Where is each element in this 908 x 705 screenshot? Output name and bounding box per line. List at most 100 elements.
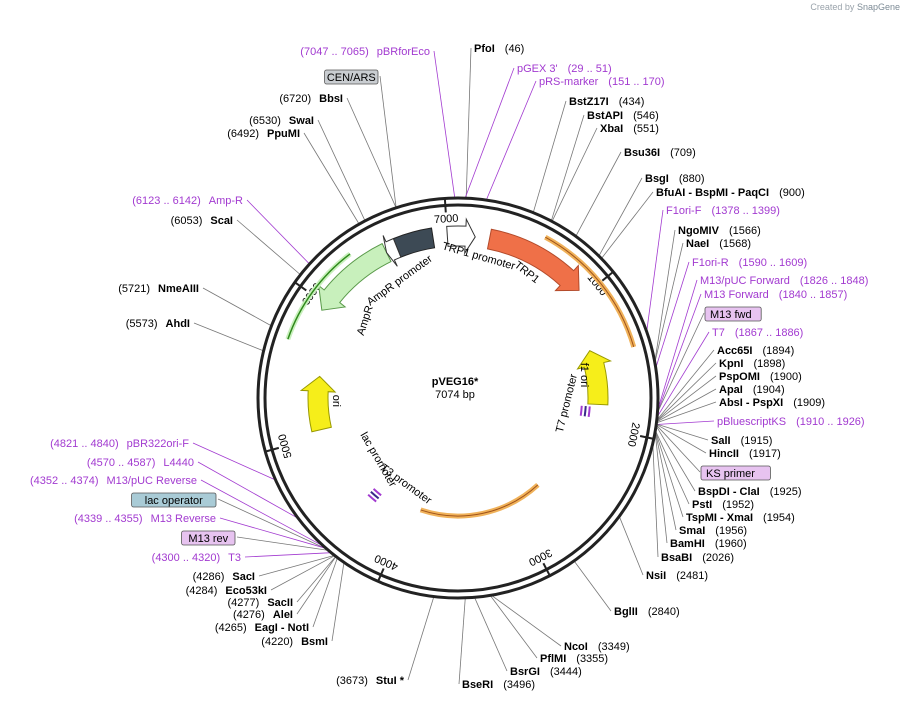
site-name: Bsu36I (624, 147, 660, 159)
site-naei: NaeI (1568) (686, 238, 751, 250)
label-right-pspomi: PspOMI(1900) (719, 371, 802, 383)
site-pos: (1952) (722, 499, 754, 511)
site-bstapi: BstAPI(546) (587, 110, 659, 122)
site-name: BglII (614, 606, 638, 618)
site-m13-forward: M13 Forward (1840 .. 1857) (704, 289, 847, 301)
label-right-pfoi: PfoI(46) (474, 43, 524, 55)
site-pos: (2481) (676, 570, 708, 582)
site-name: BamHI (670, 538, 705, 550)
site-scai: (6053)ScaI (171, 215, 233, 227)
site-name: pGEX 3' (517, 63, 558, 75)
site-pos: (4352 .. 4374) (30, 475, 99, 487)
label-left-bbsi: (6720)BbsI (279, 93, 343, 105)
label-right-absi-pspxi: AbsI - PspXI(1909) (719, 397, 825, 409)
site-pos: (6492) (227, 128, 259, 140)
label-left-amp-r: (6123 .. 6142)Amp-R (132, 195, 243, 207)
site-name: NaeI (686, 238, 709, 250)
site-name: PstI (692, 499, 712, 511)
site-pos: (6720) (279, 93, 311, 105)
site-pos: (546) (633, 110, 659, 122)
site-name: TspMI - XmaI (686, 512, 753, 524)
site-nmeaiii: (5721)NmeAIII (118, 283, 199, 295)
site-bseri: BseRI(3496) (462, 679, 535, 691)
site-bstz17i: BstZ17I(434) (569, 96, 644, 108)
site-name: F1ori-F (666, 205, 702, 217)
f1-ori-arrow (576, 350, 613, 406)
t3-primer-sites-1 (370, 491, 380, 500)
site-name: SacI (232, 571, 255, 583)
label-right-f1ori-r: F1ori-R(1590 .. 1609) (692, 257, 807, 269)
site-pos: (1568) (719, 238, 751, 250)
label-left-m13-reverse: (4339 .. 4355)M13 Reverse (74, 513, 216, 525)
site-pos: (4570 .. 4587) (87, 457, 156, 469)
site-name: BspDI - ClaI (698, 486, 760, 498)
label-left-lac-operator: lac operator (131, 492, 217, 508)
site-xbai: XbaI(551) (600, 123, 659, 135)
site-pos: (1954) (763, 512, 795, 524)
site-bbsi: (6720)BbsI (279, 93, 343, 105)
tick-3000 (542, 562, 551, 577)
site-ahdi: (5573)AhdI (126, 318, 190, 330)
site-bspdi-clai: BspDI - ClaI(1925) (698, 486, 802, 498)
orange-arc-2-core (420, 484, 539, 517)
label-left-saci: (4286)SacI (193, 571, 255, 583)
label-left-l4440: (4570 .. 4587) L4440 (87, 457, 194, 469)
site-pos: (709) (670, 147, 696, 159)
site-ncoi: NcoI(3349) (564, 641, 630, 653)
label-left-eco53ki: (4284)Eco53kI (186, 585, 267, 597)
site-pos: (3355) (576, 653, 608, 665)
site-pos: (151 .. 170) (608, 76, 664, 88)
label-left-ahdi: (5573)AhdI (126, 318, 190, 330)
site-name: M13 Forward (704, 289, 769, 301)
label-left-t3: (4300 .. 4320)T3 (152, 552, 241, 564)
site-pos: (1826 .. 1848) (800, 275, 869, 287)
label-right-bsrgi: BsrGI(3444) (510, 666, 582, 678)
label-right-bsabi: BsaBI(2026) (661, 552, 734, 564)
label-right-pflmi: PflMI(3355) (540, 653, 608, 665)
site-name: pRS-marker (539, 76, 599, 88)
label-left-swai: (6530)SwaI (249, 115, 314, 127)
label-right-nsii: NsiI(2481) (646, 570, 708, 582)
site-pos: (1378 .. 1399) (711, 205, 780, 217)
green-arc-core (287, 253, 351, 340)
label-right-smai: SmaI(1956) (679, 525, 747, 537)
label-left-pbr322ori-f: (4821 .. 4840) pBR322ori-F (50, 438, 189, 450)
site-l4440: (4570 .. 4587) L4440 (87, 457, 194, 469)
site-pgex-3: pGEX 3'(29 .. 51) (517, 63, 612, 75)
tick-label-7000: 7000 (434, 213, 459, 227)
label-left-nmeaiii: (5721)NmeAIII (118, 283, 199, 295)
site-name: ScaI (210, 215, 233, 227)
t3-primer-sites-2 (372, 488, 382, 497)
label-right-tspmi-xmai: TspMI - XmaI (1954) (686, 512, 795, 524)
box-cen-ars (324, 69, 379, 85)
label-right-m13-puc-forward: M13/pUC Forward(1826 .. 1848) (700, 275, 868, 287)
site-name: T7 (712, 327, 725, 339)
tick-4000 (377, 568, 385, 582)
t7-primer-sites-1 (583, 406, 587, 417)
site-name: T3 (228, 552, 241, 564)
site-name: pBR322ori-F (127, 438, 190, 450)
site-pspomi: PspOMI(1900) (719, 371, 802, 383)
label-right-bfuai-bspmi-paqci: BfuAI - BspMI - PaqCI(900) (656, 187, 805, 199)
site-ppumi: (6492)PpuMI (227, 128, 300, 140)
tick-label-4000: 4000 (373, 552, 400, 573)
label-right-bspdi-clai: BspDI - ClaI(1925) (698, 486, 802, 498)
site-pbluescriptks: pBluescriptKS(1910 .. 1926) (717, 416, 865, 428)
site-pos: (3673) (336, 675, 368, 687)
label-right-sali: SalI(1915) (711, 435, 772, 447)
site-pos: (4284) (186, 585, 218, 597)
feature-label-ampr: AmpR (355, 304, 376, 337)
site-name: L4440 (163, 457, 194, 469)
site-pos: (1898) (753, 358, 785, 370)
label-right-bsgi: BsgI(880) (645, 173, 705, 185)
site-pos: (1840 .. 1857) (779, 289, 848, 301)
site-pos: (4821 .. 4840) (50, 438, 119, 450)
site-kpni: KpnI(1898) (719, 358, 785, 370)
label-right-ncoi: NcoI(3349) (564, 641, 630, 653)
label-left-stui: (3673)StuI * (336, 675, 405, 687)
site-bsmi: (4220)BsmI (261, 636, 328, 648)
site-pos: (5573) (126, 318, 158, 330)
site-pos: (1960) (715, 538, 747, 550)
site-pos: (4265) (215, 622, 247, 634)
site-bsu36i: Bsu36I (709) (624, 147, 696, 159)
